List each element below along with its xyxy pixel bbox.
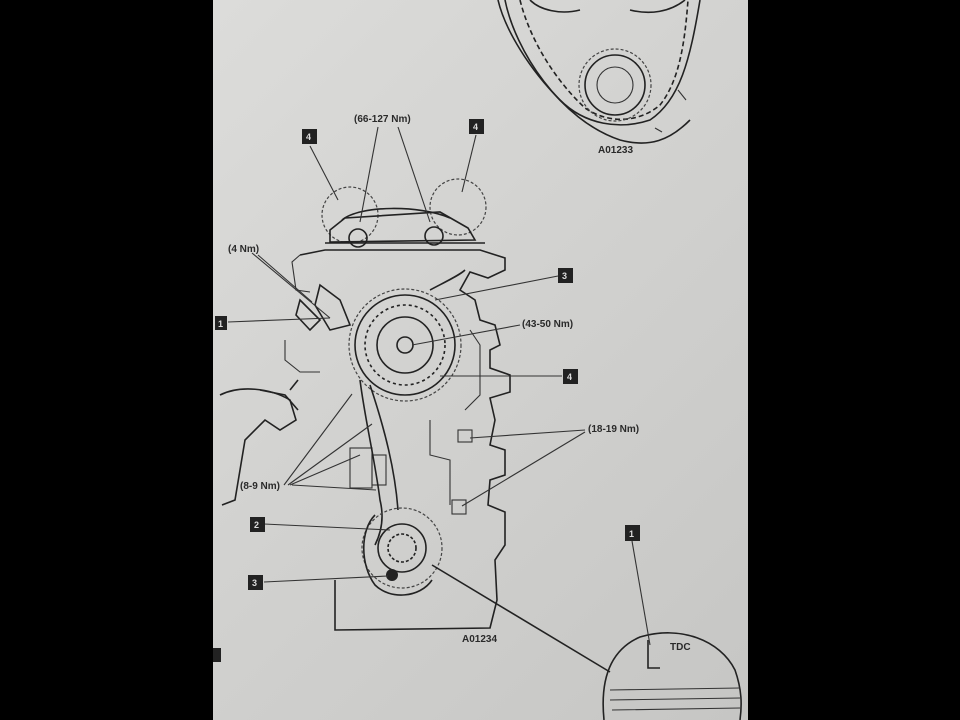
callout-crank-lower: 3 xyxy=(248,575,263,590)
figure-code-main: A01234 xyxy=(462,634,497,645)
callout-boxes: 4 4 3 1 4 2 3 xyxy=(213,119,640,662)
svg-text:1: 1 xyxy=(629,529,634,539)
page-edge-mark xyxy=(213,648,221,662)
camshaft-sprockets xyxy=(321,178,487,248)
figure-code-top: A01233 xyxy=(598,145,633,156)
torque-callouts: (66-127 Nm) (4 Nm) (43-50 Nm) (18-19 Nm)… xyxy=(228,114,639,645)
leader-lines xyxy=(227,126,651,646)
torque-guide-bolts: (8-9 Nm) xyxy=(240,481,280,492)
torque-small-left: (4 Nm) xyxy=(228,244,259,255)
svg-text:3: 3 xyxy=(252,578,257,588)
engine-block-outline xyxy=(284,249,511,631)
callout-idler-upper: 3 xyxy=(558,268,573,283)
svg-text:2: 2 xyxy=(254,520,259,530)
tdc-label: TDC xyxy=(670,642,691,653)
chain-guides xyxy=(219,283,399,546)
tdc-detail: TDC xyxy=(431,564,742,720)
torque-idler-sprocket: (43-50 Nm) xyxy=(522,319,573,330)
callout-idler-left: 1 xyxy=(215,316,227,330)
callout-cam-right: 4 xyxy=(469,119,484,134)
top-detail-chain: A01233 xyxy=(497,0,701,156)
idler-sprocket xyxy=(348,269,466,402)
callout-idler-right: 4 xyxy=(563,369,578,384)
svg-text:1: 1 xyxy=(218,319,223,329)
svg-text:4: 4 xyxy=(306,132,311,142)
svg-text:4: 4 xyxy=(567,372,572,382)
callout-cam-left: 4 xyxy=(302,129,317,144)
crankshaft-sprocket xyxy=(361,507,443,596)
torque-camshaft-sprockets: (66-127 Nm) xyxy=(354,114,411,125)
svg-text:3: 3 xyxy=(562,271,567,281)
callout-crank-upper: 2 xyxy=(250,517,265,532)
svg-text:4: 4 xyxy=(473,122,478,132)
callout-tdc: 1 xyxy=(625,525,640,541)
torque-right-bolts: (18-19 Nm) xyxy=(588,424,639,435)
